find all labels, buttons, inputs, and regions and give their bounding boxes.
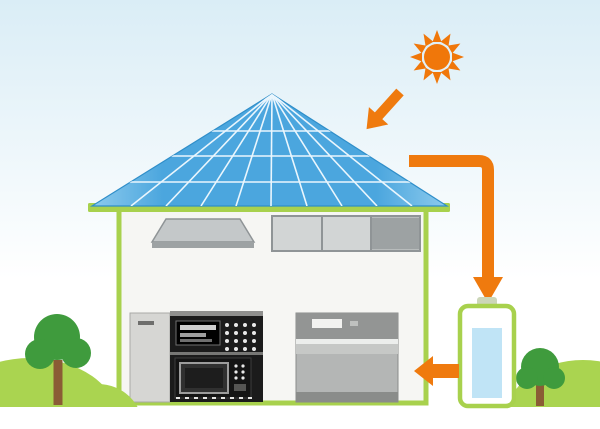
sun-core [424, 44, 450, 70]
upstairs-windows [271, 215, 421, 252]
microwave-icon [174, 357, 252, 399]
tree-right-icon [516, 348, 565, 406]
kitchen-oven-unit-icon [129, 311, 263, 403]
tree-right-canopy [516, 348, 565, 389]
knob-grid [225, 323, 256, 351]
arrow-battery-to-appliances-icon [414, 356, 459, 386]
sun-icon [410, 30, 464, 84]
vent-dashes [176, 397, 252, 399]
tree-left-icon [25, 314, 91, 405]
control-panel [175, 320, 256, 351]
microwave-buttons [234, 364, 245, 380]
battery-cell [472, 328, 502, 398]
range-hood-icon [150, 218, 256, 248]
tree-left-canopy [25, 314, 91, 369]
storage-battery-icon [457, 297, 517, 409]
house [116, 204, 429, 406]
side-cabinet [129, 312, 171, 403]
tree-left-trunk [53, 360, 63, 405]
dishwasher-icon [295, 312, 399, 403]
arrow-roof-to-battery-icon [409, 155, 503, 303]
tree-right-trunk [536, 385, 544, 406]
ground [0, 407, 600, 429]
arrow-sun-to-roof-icon [366, 88, 404, 130]
dishwasher-panel-slot [312, 319, 342, 328]
cabinet-handle [138, 321, 154, 325]
